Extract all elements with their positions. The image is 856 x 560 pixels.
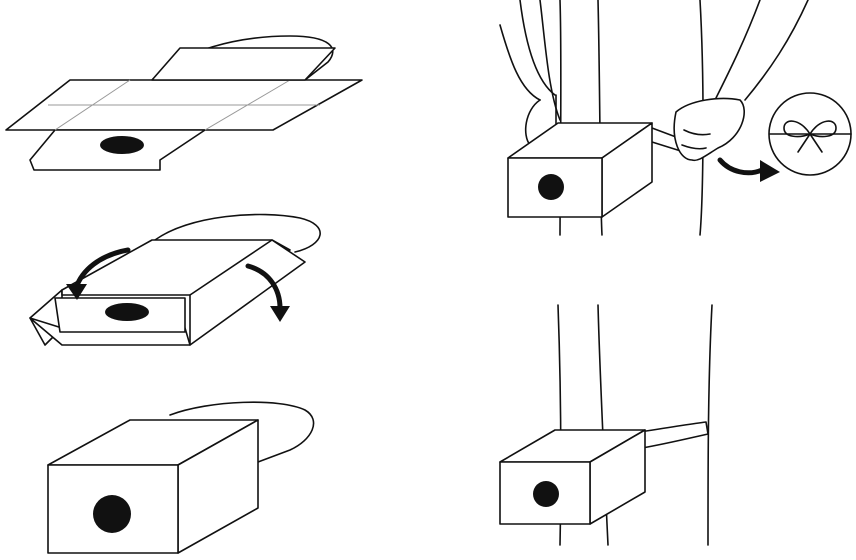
arm-right [714,0,761,101]
hand-right [673,97,745,162]
step-boxed-pouch [47,401,315,554]
arrowhead [66,284,87,300]
tie-arrow-icon [717,157,765,176]
finger-lines [681,129,711,150]
arrowhead [760,160,780,182]
fold-arrow-right-icon [245,263,283,311]
arm-right [744,0,809,101]
strap-band [639,421,709,449]
arm-left [499,24,541,101]
strap-loop [154,213,321,253]
step-unfold-flat [5,35,363,171]
logo-dot [533,481,559,507]
strap-loop [169,401,315,463]
back-panel [151,47,336,81]
torso-right-outline [707,304,713,546]
logo-dot [100,136,144,154]
logo-dot [105,303,149,321]
torso-left-outline [539,0,561,121]
step-fold-sides [29,213,321,346]
logo-dot [93,495,131,533]
arrowhead [270,306,290,322]
logo-dot [538,174,564,200]
step-worn-on-waist [499,304,713,546]
fold-arrow-left-icon [73,247,131,291]
arm-left [519,0,556,96]
bow-knot-detail [769,120,852,153]
body-panel [61,239,291,296]
step-tie-around-waist [499,0,852,236]
